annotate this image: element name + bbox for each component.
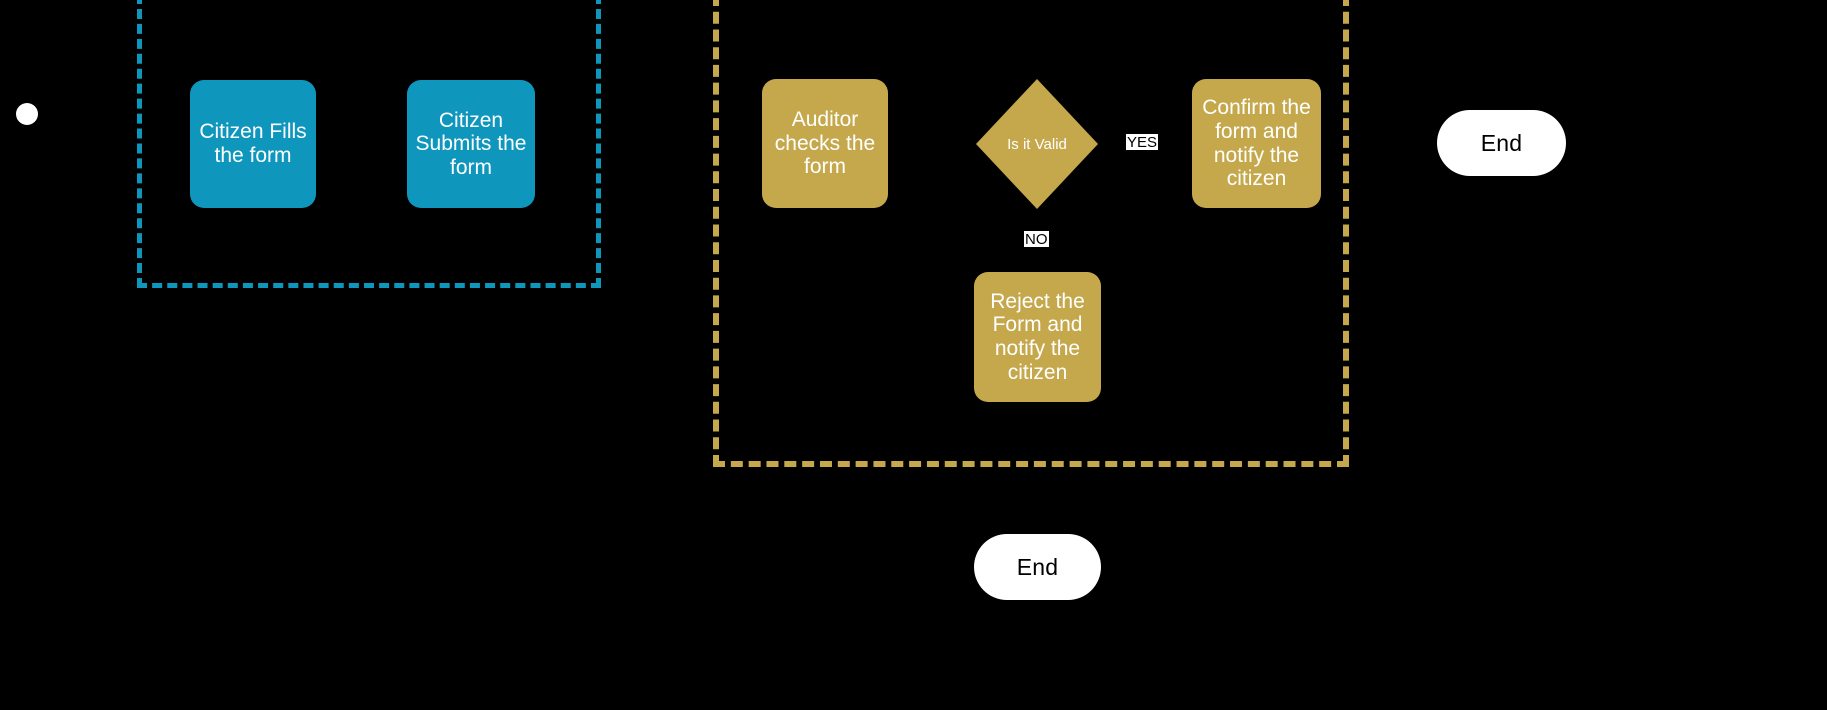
auditor-lane [713, 0, 1349, 467]
node-is-it-valid-decision[interactable]: Is it Valid [976, 79, 1098, 209]
edge-label-yes: YES [1126, 134, 1159, 151]
node-label: Citizen Submits the form [415, 108, 527, 179]
node-reject-the-form-and-notify-the-citizen[interactable]: Reject the Form and notify the citizen [974, 272, 1101, 402]
node-label: Confirm the form and notify the citizen [1202, 96, 1311, 191]
node-label: End [1016, 553, 1059, 580]
node-label: End [1480, 129, 1523, 156]
citizen-lane [137, 0, 601, 288]
end-node-right[interactable]: End [1437, 110, 1566, 176]
node-citizen-fills-the-form[interactable]: Citizen Fills the form [190, 80, 316, 208]
node-confirm-the-form-and-notify-the-citizen[interactable]: Confirm the form and notify the citizen [1192, 79, 1321, 208]
node-label: Citizen Fills the form [199, 120, 307, 167]
node-auditor-checks-the-form[interactable]: Auditor checks the form [762, 79, 888, 208]
node-label: Reject the Form and notify the citizen [990, 289, 1085, 384]
diamond-shape [976, 79, 1098, 209]
node-citizen-submits-the-form[interactable]: Citizen Submits the form [407, 80, 535, 208]
start-node[interactable] [16, 103, 38, 125]
edge-label-no: NO [1024, 231, 1049, 248]
end-node-bottom[interactable]: End [974, 534, 1101, 600]
node-label: Auditor checks the form [774, 108, 876, 179]
